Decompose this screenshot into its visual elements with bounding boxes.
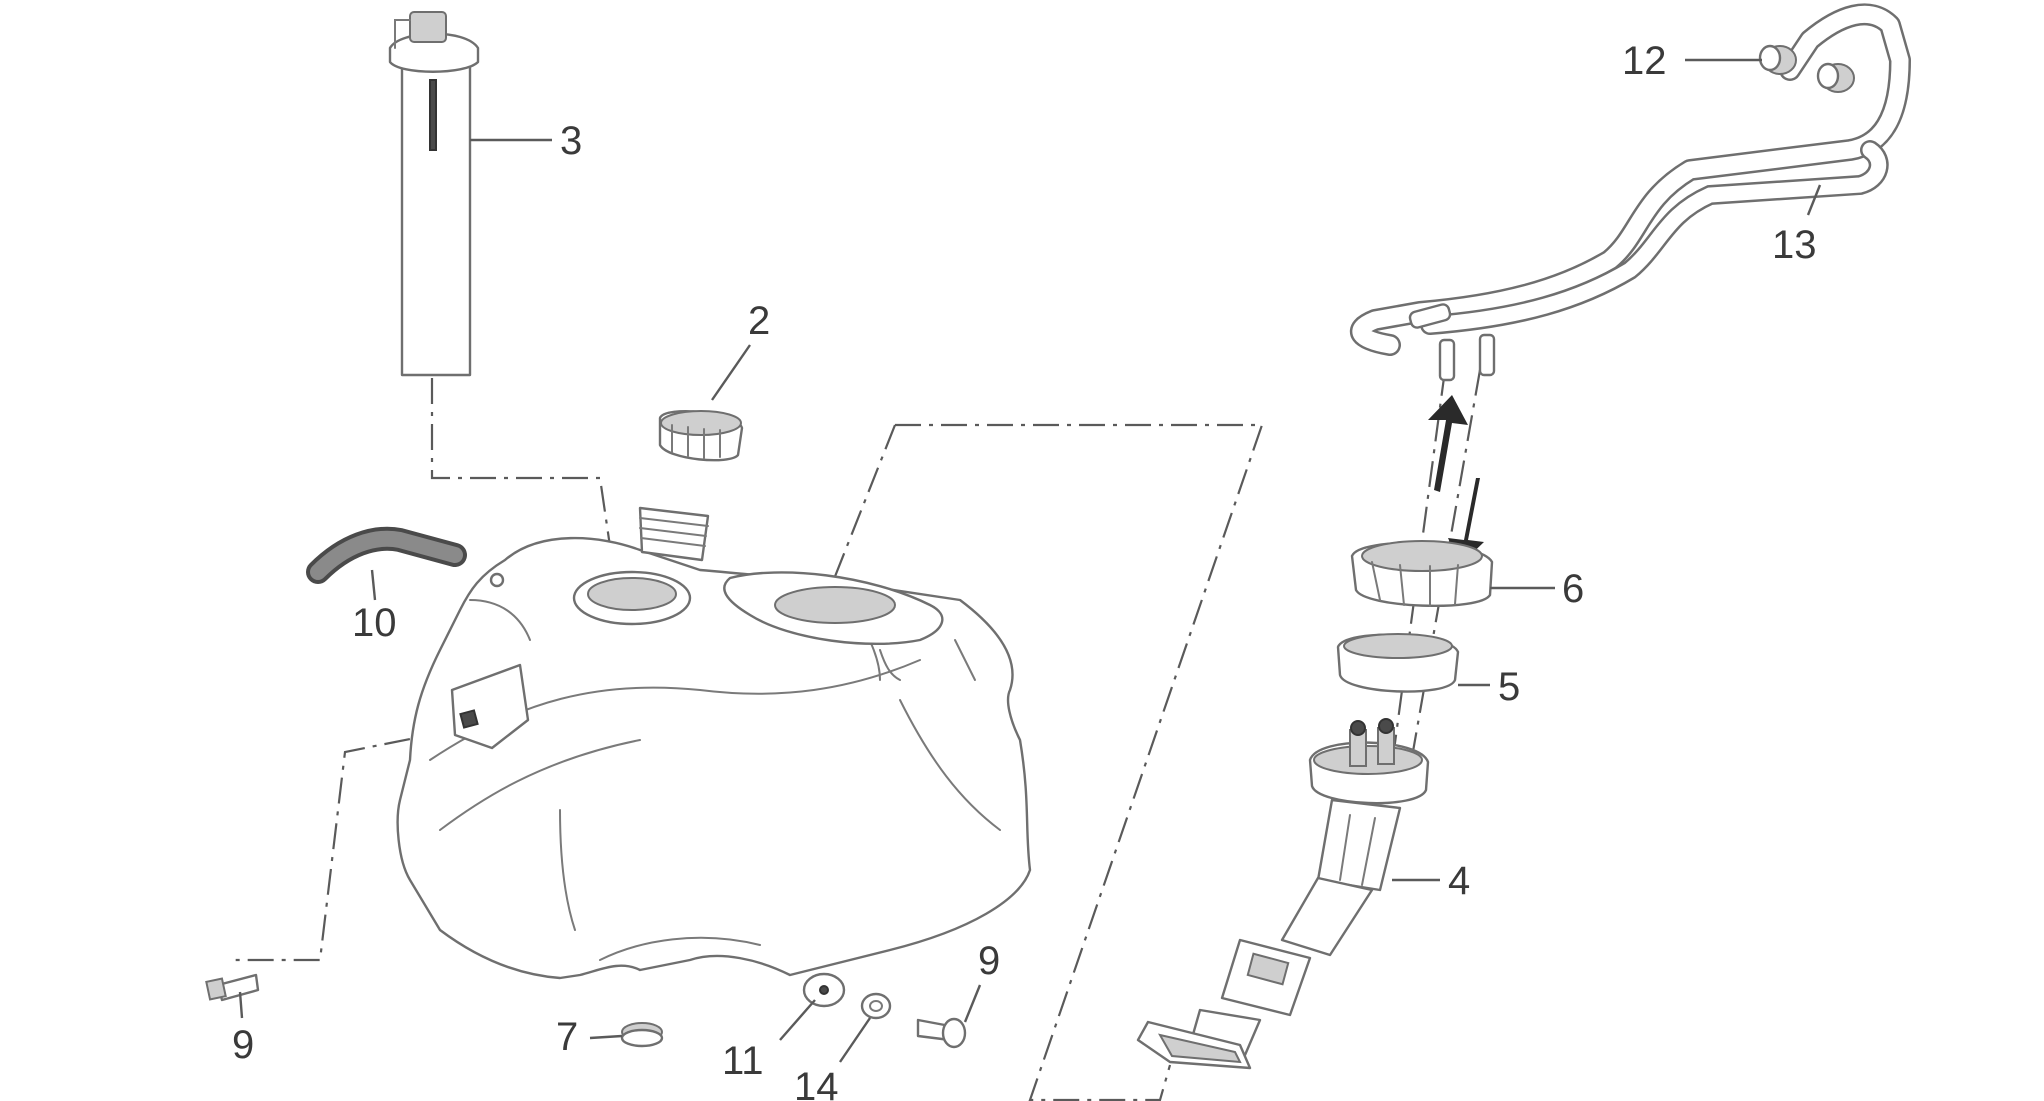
callout-14: 14 (794, 1065, 839, 1101)
callout-2: 2 (748, 299, 770, 343)
callout-6: 6 (1562, 567, 1584, 611)
bolt-left (205, 973, 260, 1002)
callout-9a: 9 (232, 1023, 254, 1067)
washer-11 (802, 972, 846, 1008)
screw-right (916, 1017, 967, 1049)
seal-ring (1336, 633, 1460, 693)
callout-5: 5 (1498, 665, 1520, 709)
drain-plug (620, 1022, 664, 1048)
ring-nut (658, 410, 744, 462)
fuel-tank (396, 506, 1032, 980)
callout-labels: 3 2 10 9 7 11 14 9 12 13 6 5 4 (232, 39, 1817, 1101)
hose (306, 526, 467, 584)
hose-clamp-12a (1758, 44, 1797, 75)
callout-13: 13 (1772, 223, 1817, 267)
leader-lines (238, 58, 1822, 1063)
up-arrow (1428, 395, 1468, 492)
hose-clamp-12b (1816, 62, 1855, 93)
callout-7: 7 (556, 1015, 578, 1059)
washer-14 (860, 992, 892, 1020)
locking-ring (1350, 540, 1494, 608)
fuel-level-sensor (388, 11, 480, 377)
callout-10: 10 (352, 601, 397, 645)
callout-9b: 9 (978, 939, 1000, 983)
callout-12: 12 (1622, 39, 1667, 83)
fuel-line (1350, 3, 1911, 382)
callout-11: 11 (722, 1039, 764, 1083)
fuel-pump (1136, 718, 1430, 1070)
callout-4: 4 (1448, 859, 1470, 903)
callout-3: 3 (560, 119, 582, 163)
